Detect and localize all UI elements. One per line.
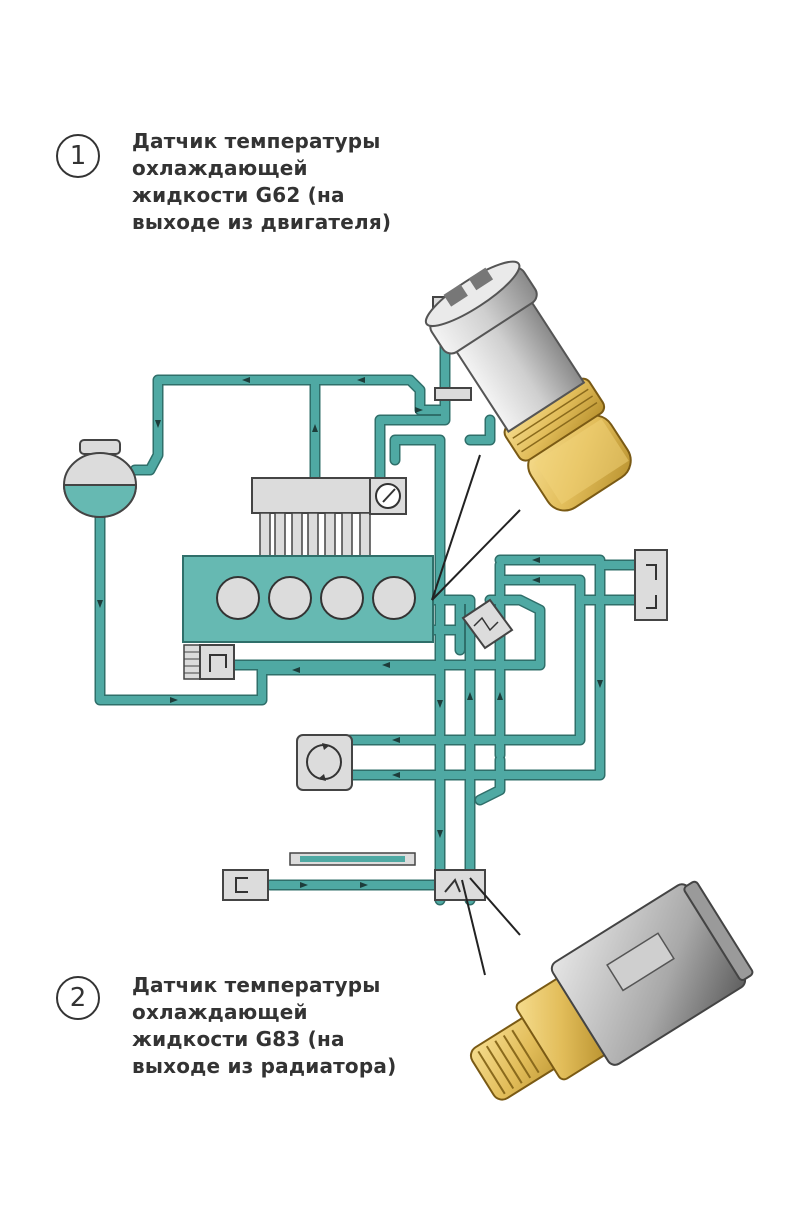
callout-2-line-1: Датчик температуры <box>132 973 381 997</box>
radiator <box>222 852 486 901</box>
leader-lines <box>431 454 521 976</box>
coolant-pump <box>296 734 353 791</box>
callout-1-number: 1 <box>56 134 100 178</box>
callout-2-line-2: охлаждающей <box>132 1000 308 1024</box>
callout-2-label: Датчик температуры охлаждающей жидкости … <box>132 972 396 1080</box>
callout-1-label: Датчик температуры охлаждающей жидкости … <box>132 128 391 236</box>
sensor-g62-icon <box>424 260 632 512</box>
callout-2-number: 2 <box>56 976 100 1020</box>
callout-1-line-2: охлаждающей <box>132 156 308 180</box>
engine-block <box>182 555 434 680</box>
sensor-g83-icon <box>469 880 754 1101</box>
callout-1-line-1: Датчик температуры <box>132 129 381 153</box>
callout-2-line-3: жидкости G83 (на <box>132 1027 345 1051</box>
expansion-tank <box>62 439 138 518</box>
callout-1-line-3: жидкости G62 (на <box>132 183 345 207</box>
sensor-g62-mount <box>461 598 514 650</box>
heater-valve <box>634 549 668 621</box>
callout-1-line-4: выходе из двигателя) <box>132 210 392 234</box>
cylinder-head <box>251 477 407 559</box>
callout-2-line-4: выходе из радиатора) <box>132 1054 397 1078</box>
